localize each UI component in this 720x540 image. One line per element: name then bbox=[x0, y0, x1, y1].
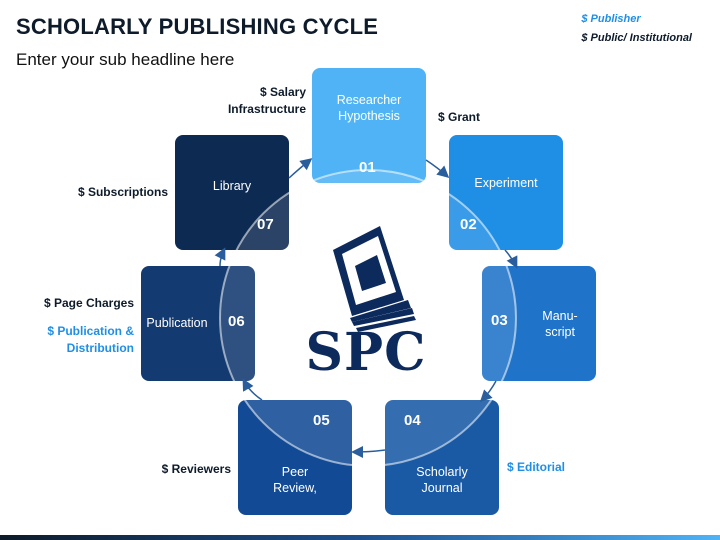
step-01-label-1: Researcher bbox=[336, 93, 402, 107]
step-03-label-2: script bbox=[545, 325, 575, 339]
step-02-box: Experiment 02 bbox=[449, 135, 563, 250]
step-02-number: 02 bbox=[460, 216, 477, 233]
step-03-number: 03 bbox=[491, 312, 508, 329]
bottom-accent-bar bbox=[0, 535, 720, 540]
step-01-label-2: Hypothesis bbox=[338, 109, 400, 123]
step-07-label-1: Library bbox=[212, 179, 252, 193]
arrow-04-05 bbox=[351, 445, 386, 458]
annotation-editorial: $ Editorial bbox=[507, 460, 566, 474]
annotation-grant: $ Grant bbox=[438, 110, 481, 124]
step-01-number: 01 bbox=[359, 159, 376, 176]
step-07-number: 07 bbox=[257, 216, 274, 233]
annotation-salary-line-2: Infrastructure bbox=[227, 102, 306, 116]
step-06-label-1: Publication bbox=[146, 316, 208, 330]
step-02-label-1: Experiment bbox=[474, 176, 538, 190]
annotation-reviewers: $ Reviewers bbox=[161, 462, 231, 476]
annotation-salary-line-1: $ Salary bbox=[259, 85, 306, 99]
book-logo-icon bbox=[333, 226, 416, 332]
step-04-number: 04 bbox=[404, 412, 421, 429]
step-04-label-2: Journal bbox=[421, 481, 463, 495]
annotation-page-charges: $ Page Charges bbox=[43, 296, 134, 310]
step-05-label-2: Review, bbox=[273, 481, 317, 495]
step-01-box: Researcher Hypothesis 01 bbox=[312, 68, 426, 183]
step-07-box: Library 07 bbox=[175, 135, 289, 250]
step-03-box: Manu- script 03 bbox=[482, 266, 596, 381]
annotation-salary: $ Salary Infrastructure bbox=[200, 84, 306, 118]
step-06-box: Publication 06 bbox=[141, 266, 255, 381]
legend: $ Publisher $ Public/ Institutional bbox=[581, 10, 692, 48]
annotation-subscriptions: $ Subscriptions bbox=[77, 185, 168, 199]
arrow-01-02 bbox=[425, 159, 450, 178]
legend-public: $ Public/ Institutional bbox=[581, 32, 692, 44]
arrow-06-07 bbox=[214, 247, 226, 267]
annotation-publication-distribution: $ Publication & Distribution bbox=[20, 323, 134, 357]
arrow-02-03 bbox=[504, 249, 518, 269]
arrow-07-01 bbox=[288, 158, 313, 179]
legend-publisher: $ Publisher bbox=[581, 13, 641, 25]
annotation-pub-dist-line-1: $ Publication & bbox=[47, 324, 134, 338]
arrow-05-06 bbox=[242, 378, 263, 401]
annotation-pub-dist-line-2: Distribution bbox=[66, 341, 134, 355]
page-subtitle: Enter your sub headline here bbox=[16, 50, 235, 69]
step-05-number: 05 bbox=[313, 412, 330, 429]
step-06-number: 06 bbox=[228, 313, 245, 330]
step-05-box: Peer Review, 05 bbox=[238, 400, 352, 515]
step-04-box: Scholarly Journal 04 bbox=[385, 400, 499, 515]
step-04-label-1: Scholarly bbox=[416, 465, 468, 479]
spc-logo-text: SPC bbox=[305, 322, 427, 383]
step-05-label-1: Peer bbox=[281, 465, 309, 479]
arrow-03-04 bbox=[479, 380, 497, 403]
page-title: SCHOLARLY PUBLISHING CYCLE bbox=[16, 14, 379, 39]
step-03-label-1: Manu- bbox=[542, 309, 578, 323]
